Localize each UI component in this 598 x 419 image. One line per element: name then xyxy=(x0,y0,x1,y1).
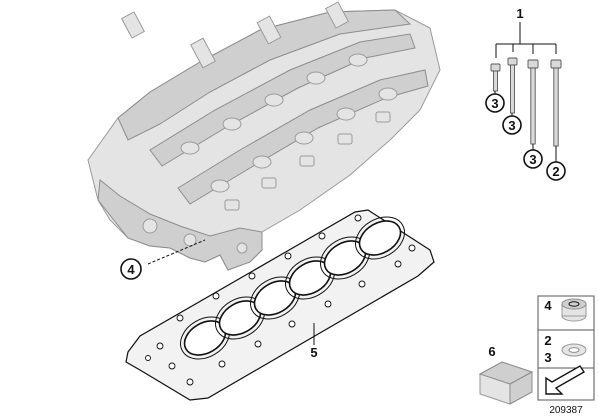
legend-row-2-label-a: 2 xyxy=(544,333,551,348)
cylinder-head-bolt-icon xyxy=(507,57,518,114)
arrow-icon xyxy=(545,365,585,395)
head-lugs xyxy=(120,1,350,69)
cylinder-head-bolt-icon xyxy=(527,59,539,145)
callout-3-medium-bolt: 3 xyxy=(502,113,522,135)
gasket-holes xyxy=(145,214,416,386)
washer-icon xyxy=(561,343,587,357)
reference-number: 209387 xyxy=(549,405,583,416)
callout-5: 5 xyxy=(310,345,317,360)
legend-row-1-label: 4 xyxy=(544,298,552,313)
callout-1-bracket xyxy=(495,22,557,58)
plug-icon xyxy=(561,298,587,322)
callout-4: 4 xyxy=(127,262,135,277)
legend-table: 4 2 3 xyxy=(537,295,595,401)
package-icon xyxy=(478,361,534,405)
cylinder-head-bolt-icon xyxy=(490,63,501,92)
callout-4-cylinder-head: 4 xyxy=(120,239,206,280)
gasket-bores xyxy=(180,216,405,360)
callout-5-gasket: 5 xyxy=(310,323,318,360)
cam-lobes xyxy=(180,53,398,193)
callout-2: 2 xyxy=(552,164,559,179)
head-ports xyxy=(142,111,391,254)
callout-3a: 3 xyxy=(491,96,498,111)
callout-3-long-bolt: 3 xyxy=(523,144,543,169)
callout-3-short-bolt: 3 xyxy=(485,91,505,113)
cylinder-head-illustration xyxy=(87,1,441,271)
callout-2-longest-bolt: 2 xyxy=(546,146,566,181)
cylinder-head-bolt-icon xyxy=(550,59,562,147)
legend-row-2-label-b: 3 xyxy=(544,350,551,365)
callout-3c: 3 xyxy=(529,152,536,167)
callout-3b: 3 xyxy=(508,118,515,133)
cylinder-head-gasket-illustration xyxy=(125,209,435,401)
callout-1: 1 xyxy=(516,6,523,21)
callout-6: 6 xyxy=(488,344,495,359)
